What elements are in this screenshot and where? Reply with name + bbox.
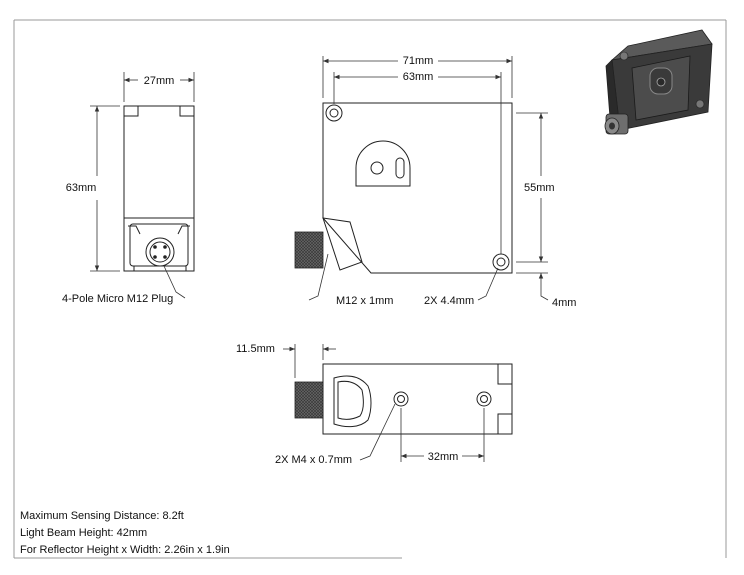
side-view: [123, 105, 195, 272]
dim-front-height: 55mm: [524, 182, 555, 194]
bottom-view-dims: [283, 344, 485, 462]
side-view-dims: [90, 72, 195, 299]
callout-bottom-holes: 2X M4 x 0.7mm: [275, 454, 352, 466]
dim-connector-protrusion: 11.5mm: [236, 343, 275, 355]
dim-side-height: 63mm: [66, 182, 97, 194]
isometric-render: [604, 29, 713, 135]
note-reflector-size: For Reflector Height x Width: 2.26in x 1…: [20, 544, 230, 556]
front-view: [322, 102, 513, 274]
callout-mount-holes: 2X 4.4mm: [424, 295, 474, 307]
callout-plug: 4-Pole Micro M12 Plug: [62, 293, 173, 305]
front-view-dims: [308, 56, 549, 301]
dim-bottom-hole-spacing: 32mm: [428, 451, 459, 463]
specification-notes: Maximum Sensing Distance: 8.2ft Light Be…: [20, 508, 230, 559]
front-connector: [294, 231, 324, 269]
dim-mount-offset: 4mm: [552, 297, 576, 309]
dim-front-total-width: 71mm: [403, 55, 434, 67]
note-beam-height: Light Beam Height: 42mm: [20, 527, 148, 539]
dim-front-inner-width: 63mm: [403, 71, 434, 83]
dim-side-width: 27mm: [144, 75, 175, 87]
drawing-border: [13, 19, 727, 559]
bottom-connector: [294, 381, 324, 419]
note-max-distance: Maximum Sensing Distance: 8.2ft: [20, 510, 184, 522]
callout-connector-thread: M12 x 1mm: [336, 295, 393, 307]
